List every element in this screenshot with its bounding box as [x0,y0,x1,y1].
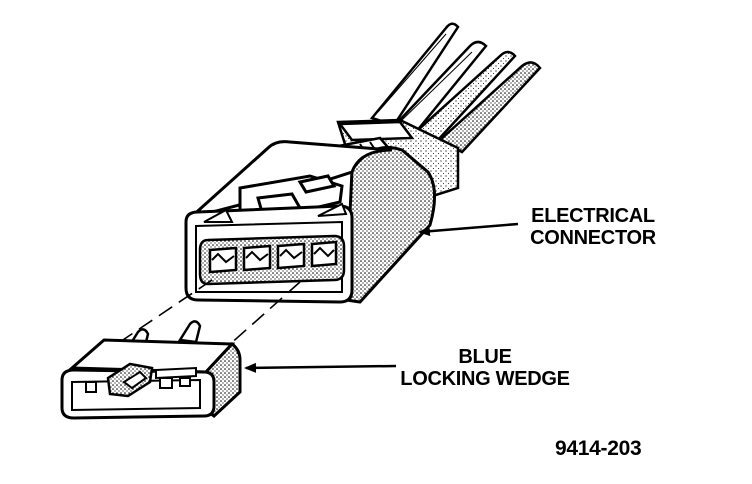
wire-3 [415,50,517,142]
electrical-connector-body [184,140,436,304]
blue-locking-wedge-label-line1: BLUE [458,346,512,368]
locking-wedge-arrow [244,362,397,373]
wire-2 [393,40,488,134]
electrical-connector-arrow [418,222,519,237]
electrical-connector-label-line1: ELECTRICAL [531,205,655,227]
blue-locking-wedge-label-line2: LOCKING WEDGE [400,368,570,390]
blue-locking-wedge [60,320,242,420]
alignment-lines [107,279,301,351]
wire-bundle [369,22,542,154]
wire-4 [437,61,542,154]
figure-number: 9414-203 [555,437,642,460]
electrical-connector-label-line2: CONNECTOR [530,227,656,249]
callout-arrows [244,222,519,373]
blue-locking-wedge-label: BLUE LOCKING WEDGE [390,346,580,390]
wire-1 [369,22,460,127]
electrical-connector-label: ELECTRICAL CONNECTOR [518,205,668,249]
